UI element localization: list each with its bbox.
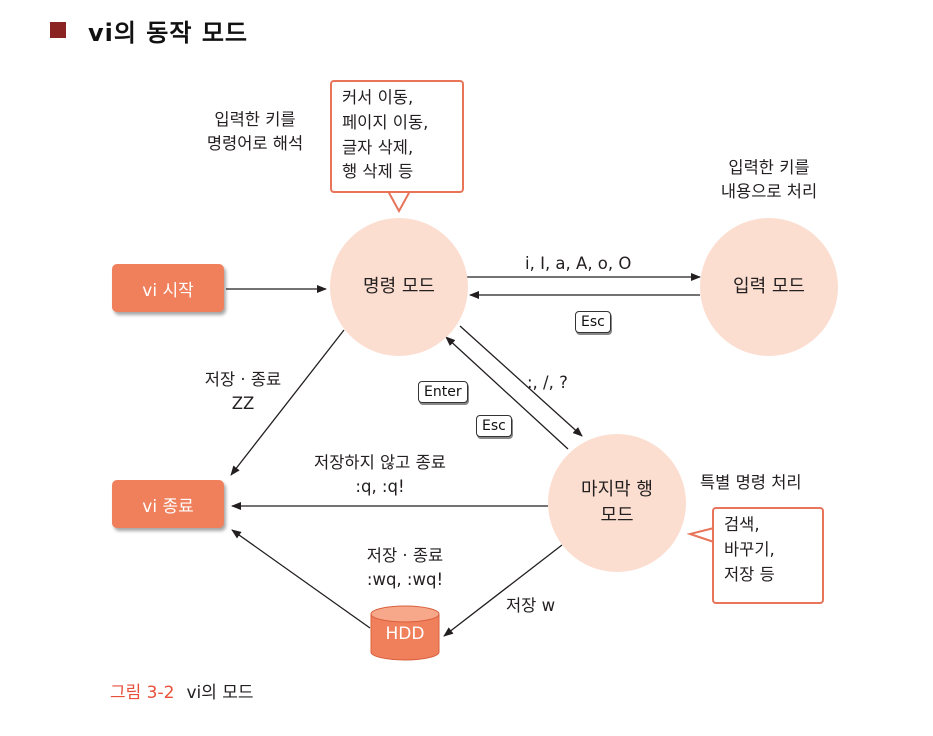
node-vi-exit: vi 종료 [112, 480, 224, 528]
arrow-hdd-to-exit [231, 529, 371, 629]
label-to-input-keys: i, I, a, A, o, O [525, 254, 632, 273]
label-command-interpret: 입력한 키를 명령어로 해석 [206, 110, 304, 153]
callout-lastline-tail [686, 527, 715, 543]
title-bullet-icon [50, 22, 66, 38]
page-title: vi의 동작 모드 [50, 12, 248, 48]
label-save-exit-zz: 저장 · 종료 ZZ [204, 370, 282, 413]
label-special-commands: 특별 명령 처리 [700, 473, 802, 492]
node-input-mode: 입력 모드 [700, 218, 838, 356]
label-input-process: 입력한 키를 내용으로 처리 [720, 158, 818, 201]
arrow-lastline-to-command [445, 336, 569, 450]
hdd-icon [370, 605, 440, 661]
callout-command-tail [387, 190, 411, 214]
label-quit-nosave: 저장하지 않고 종료 :q, :q! [314, 453, 446, 496]
node-last-line-mode: 마지막 행 모드 [548, 434, 686, 572]
title-text: vi의 동작 모드 [88, 18, 248, 47]
label-save-w: 저장 w [506, 596, 556, 615]
arrow-command-to-exit [230, 329, 345, 476]
callout-lastline-functions: 검색, 바꾸기, 저장 등 [712, 507, 824, 604]
key-esc-from-input: Esc [575, 311, 611, 333]
arrow-command-to-lastline [459, 325, 583, 437]
node-command-mode: 명령 모드 [330, 218, 468, 356]
label-to-lastline-keys: :, /, ? [527, 373, 568, 392]
key-enter: Enter [418, 381, 468, 403]
node-vi-start: vi 시작 [112, 264, 224, 312]
key-esc-from-lastline: Esc [476, 415, 512, 437]
figure-number: 그림 3-2 [110, 683, 175, 703]
callout-command-functions: 커서 이동, 페이지 이동, 글자 삭제, 행 삭제 등 [330, 80, 464, 193]
hdd-label: HDD [385, 624, 425, 644]
figure-caption: 그림 3-2 vi의 모드 [110, 678, 254, 703]
arrow-lastline-to-hdd [443, 544, 563, 637]
label-save-exit-wq: 저장 · 종료 :wq, :wq! [366, 546, 444, 589]
figure-caption-text: vi의 모드 [186, 683, 254, 703]
